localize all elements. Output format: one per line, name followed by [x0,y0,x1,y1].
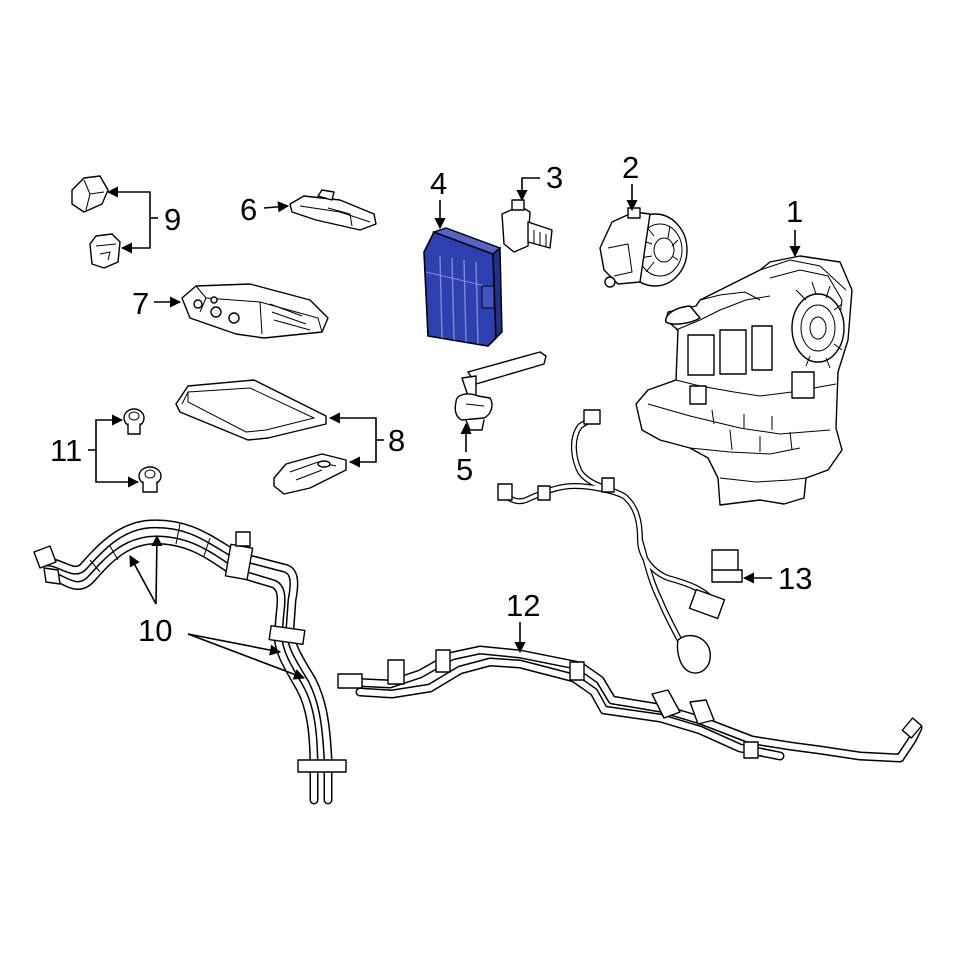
actuator-icon [454,351,547,431]
ac-line-icon [337,645,923,763]
callout-10: 10 [138,613,172,648]
callout-13: 13 [778,561,812,596]
sensor-icon [71,175,121,269]
blower-motor-icon [599,207,688,288]
callout-6: 6 [240,192,257,227]
resistor-icon [501,199,553,253]
wire-harness-icon [497,409,743,674]
ac-hose-icon [33,519,347,805]
filter-cover-icon [175,379,347,495]
callout-11: 11 [50,433,82,468]
callout-7: 7 [132,286,149,321]
callout-3: 3 [546,160,563,195]
callout-2: 2 [622,150,639,185]
callout-4: 4 [430,166,447,201]
callout-9: 9 [164,202,181,237]
callout-5: 5 [456,452,473,487]
callout-1: 1 [786,194,803,229]
evaporator-icon [181,283,329,339]
callout-8: 8 [388,423,405,458]
heater-core-icon [423,227,503,347]
callout-labels: 1 2 3 4 5 6 7 8 9 10 11 12 13 [50,150,812,648]
grommet-icon [123,408,162,493]
callout-12: 12 [506,588,540,623]
hvac-housing-icon [635,255,853,506]
seal-icon [289,189,377,231]
leader-lines [88,177,801,680]
